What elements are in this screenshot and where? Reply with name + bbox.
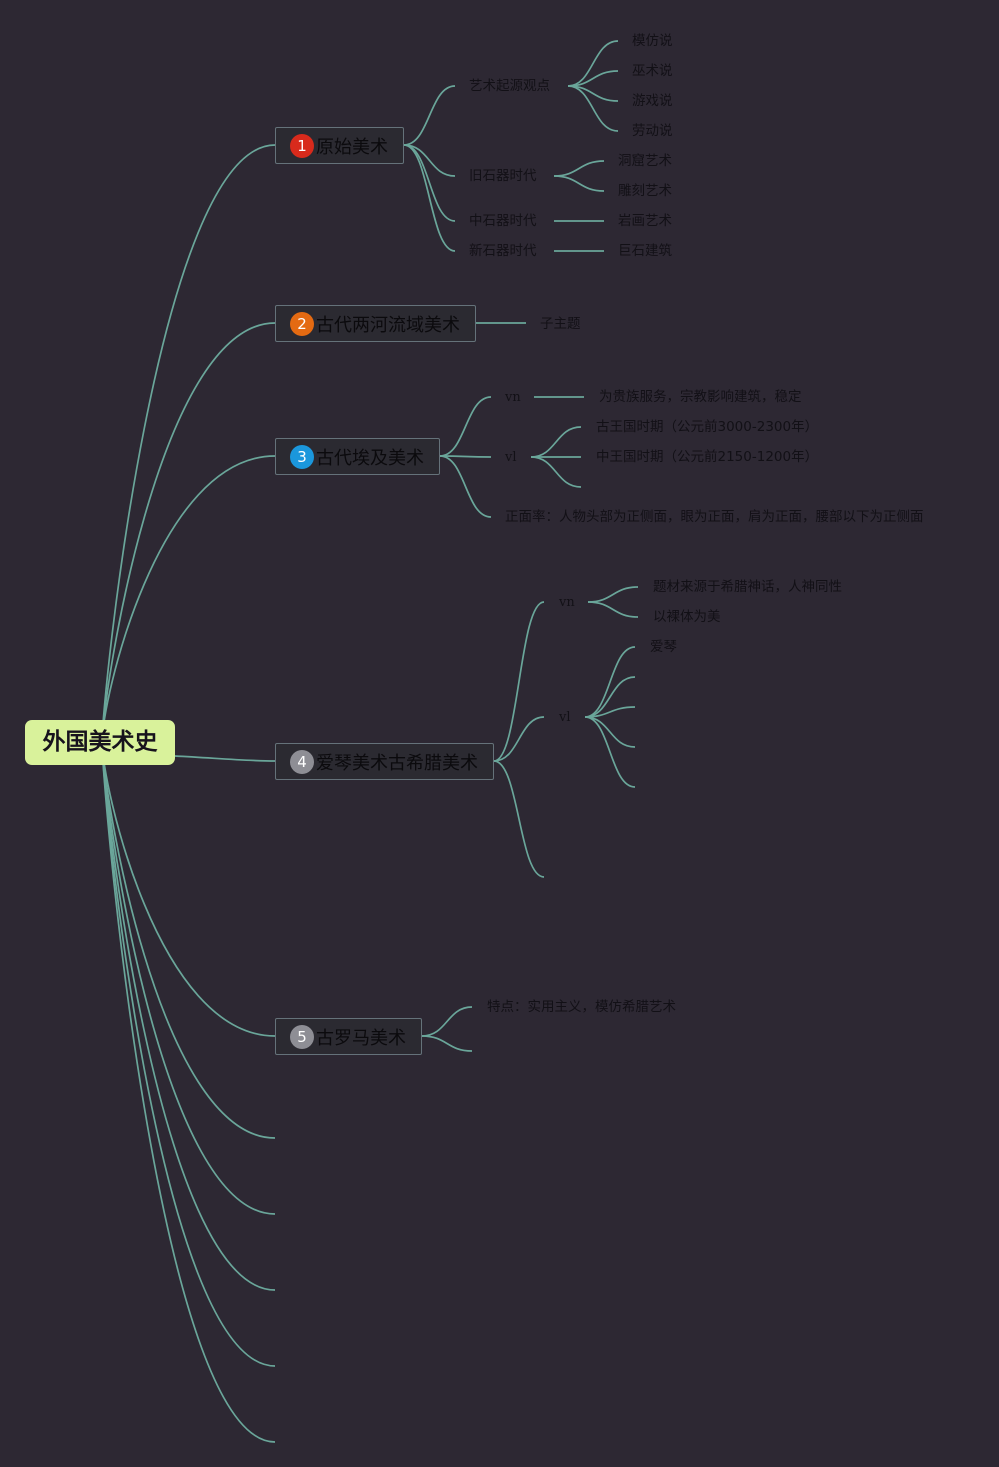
subtopic-label[interactable]: vl xyxy=(559,710,571,725)
leaf-label[interactable]: 洞窟艺术 xyxy=(618,153,672,169)
subtopic-label[interactable]: vl xyxy=(505,450,517,465)
subtopic-label[interactable]: vn xyxy=(559,595,575,610)
subtopic-label[interactable]: 中石器时代 xyxy=(469,213,537,229)
root-to-topic-4-edge xyxy=(174,755,276,762)
leaf-label[interactable]: 爱琴 xyxy=(650,639,677,655)
subtopic-label[interactable]: 艺术起源观点 xyxy=(469,78,550,94)
topic-number-badge: 4 xyxy=(290,749,314,774)
connector-edge xyxy=(553,160,605,177)
topic-number-badge: 1 xyxy=(290,133,314,158)
connector-edge xyxy=(439,396,492,457)
connector-edge xyxy=(439,455,492,518)
connector-edge xyxy=(587,586,639,603)
connector-edge xyxy=(584,716,636,748)
leaf-label[interactable]: 巫术说 xyxy=(632,63,673,79)
topic-node-2[interactable]: 2 古代两河流域美术 xyxy=(275,305,476,342)
root-to-topic-10-edge xyxy=(101,741,276,1443)
topic-node-4[interactable]: 4 爱琴美术古希腊美术 xyxy=(275,743,494,780)
subtopic-label[interactable]: vn xyxy=(505,390,521,405)
connector-edge xyxy=(493,760,545,878)
leaf-label[interactable]: 古王国时期（公元前3000-2300年） xyxy=(596,419,819,435)
topic-title: 古代埃及美术 xyxy=(316,447,424,469)
root-to-topic-9-edge xyxy=(101,741,276,1367)
connector-edge xyxy=(403,85,456,146)
connector-edge xyxy=(403,144,456,252)
connector-edge xyxy=(439,455,492,458)
connector-edge xyxy=(421,1035,473,1052)
root-to-topic-5-edge xyxy=(101,741,276,1037)
subtopic-label[interactable]: 新石器时代 xyxy=(469,243,537,259)
connector-edge xyxy=(493,601,545,762)
subtopic-label[interactable]: 子主题 xyxy=(540,316,581,332)
topic-number-badge: 3 xyxy=(290,444,314,469)
connector-edge xyxy=(584,716,636,788)
connector-edge xyxy=(530,426,582,458)
connector-edge xyxy=(584,646,636,718)
subtopic-label[interactable]: 旧石器时代 xyxy=(469,168,537,184)
leaf-label[interactable]: 中王国时期（公元前2150-1200年） xyxy=(596,449,819,465)
leaf-label[interactable]: 模仿说 xyxy=(632,33,673,49)
leaf-label[interactable]: 岩画艺术 xyxy=(618,213,672,229)
leaf-label[interactable]: 巨石建筑 xyxy=(618,243,672,259)
topic-node-5[interactable]: 5 古罗马美术 xyxy=(275,1018,422,1055)
connector-edge xyxy=(403,144,456,177)
topic-title: 古代两河流域美术 xyxy=(316,314,460,336)
subtopic-label[interactable]: 特点：实用主义，模仿希腊艺术 xyxy=(487,999,676,1015)
root-to-topic-2-edge xyxy=(101,322,276,743)
connector-edge xyxy=(493,716,545,762)
connector-edge xyxy=(530,456,582,488)
root-node[interactable]: 外国美术史 xyxy=(25,720,175,765)
leaf-label[interactable]: 劳动说 xyxy=(632,123,673,139)
topic-title: 原始美术 xyxy=(316,136,388,158)
leaf-label[interactable]: 以裸体为美 xyxy=(653,609,721,625)
subtopic-label[interactable]: 正面率：人物头部为正侧面，眼为正面，肩为正面，腰部以下为正侧面 xyxy=(505,509,924,525)
leaf-label[interactable]: 题材来源于希腊神话，人神同性 xyxy=(653,579,842,595)
connector-edge xyxy=(587,601,639,618)
root-to-topic-3-edge xyxy=(101,455,276,743)
topic-title: 古罗马美术 xyxy=(316,1027,406,1049)
topic-title: 爱琴美术古希腊美术 xyxy=(316,752,478,774)
connector-edge xyxy=(403,144,456,222)
topic-node-1[interactable]: 1 原始美术 xyxy=(275,127,404,164)
leaf-label[interactable]: 游戏说 xyxy=(632,93,673,109)
root-to-topic-6-edge xyxy=(101,741,276,1139)
topic-node-3[interactable]: 3 古代埃及美术 xyxy=(275,438,440,475)
connector-edge xyxy=(567,85,619,132)
topic-number-badge: 2 xyxy=(290,311,314,336)
leaf-label[interactable]: 为贵族服务，宗教影响建筑，稳定 xyxy=(599,389,802,405)
connector-edge xyxy=(553,175,605,192)
root-to-topic-1-edge xyxy=(101,144,276,743)
leaf-label[interactable]: 雕刻艺术 xyxy=(618,183,672,199)
connector-edge xyxy=(421,1006,473,1037)
topic-number-badge: 5 xyxy=(290,1024,314,1049)
